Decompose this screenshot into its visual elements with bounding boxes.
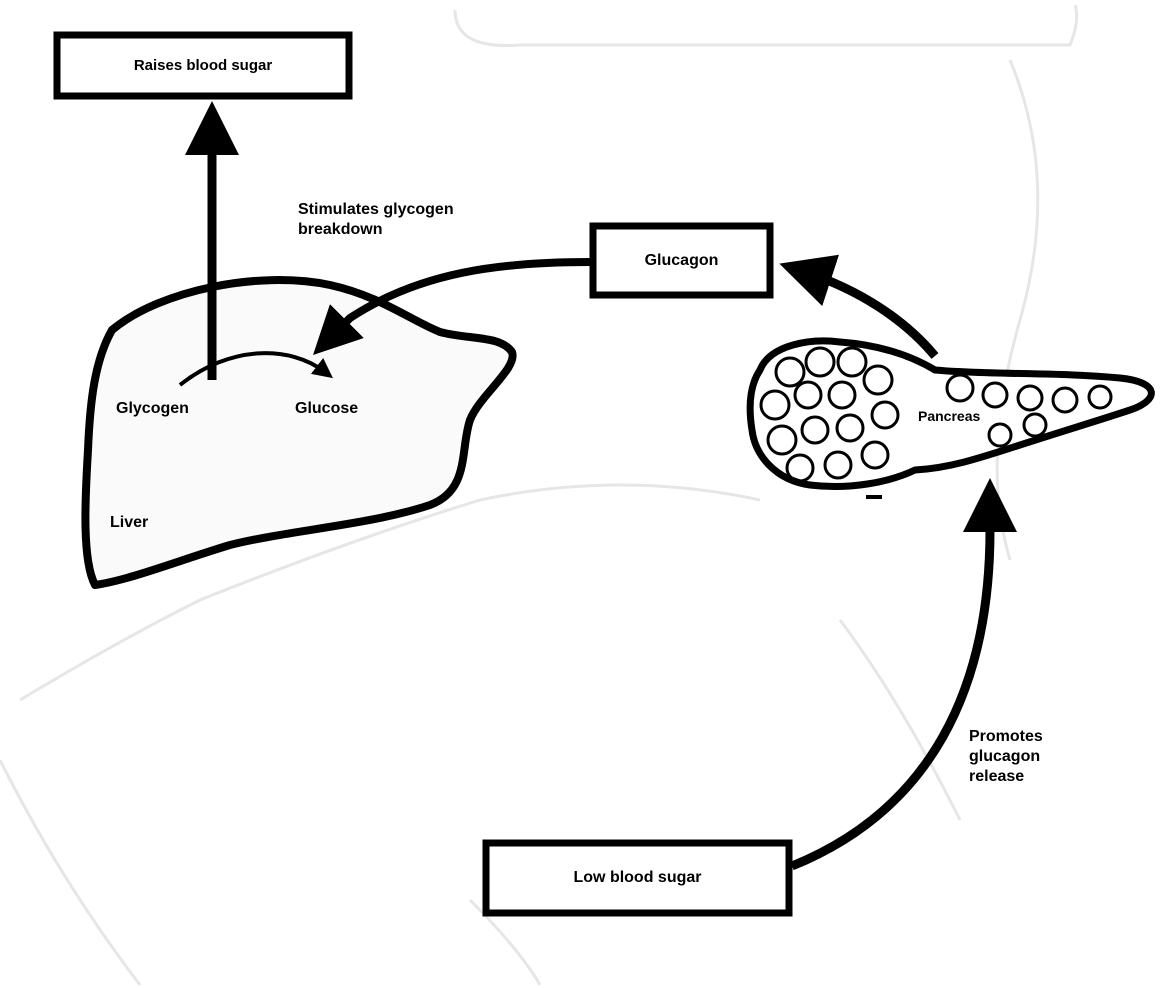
liver-label: Liver [110, 514, 149, 531]
arrow-glycogen-to-glucose [178, 351, 333, 387]
low-blood-sugar-box [482, 839, 793, 917]
background-body-outline [0, 4, 1079, 986]
low-blood-sugar-label: Low blood sugar [573, 869, 702, 886]
arrow-glucagon-to-liver [313, 258, 591, 355]
glucagon-label: Glucagon [644, 251, 719, 269]
glucose-label: Glucose [295, 400, 359, 417]
promotes-glucagon-release-label: Promotes glucagon release [969, 728, 1043, 785]
pancreas-label: Pancreas [918, 408, 981, 424]
stimulates-glycogen-breakdown-label: Stimulates glycogen breakdown [298, 201, 454, 238]
glucagon-box [589, 222, 774, 299]
arrow-pancreas-to-glucagon [779, 254, 939, 359]
arrow-low-blood-sugar-to-pancreas [790, 478, 1017, 871]
raises-blood-sugar-label: Raises blood sugar [133, 57, 273, 74]
raises-blood-sugar-box [53, 31, 353, 100]
liver-shape [81, 276, 517, 589]
pancreas-shape [746, 337, 1155, 490]
glycogen-label: Glycogen [116, 400, 189, 417]
